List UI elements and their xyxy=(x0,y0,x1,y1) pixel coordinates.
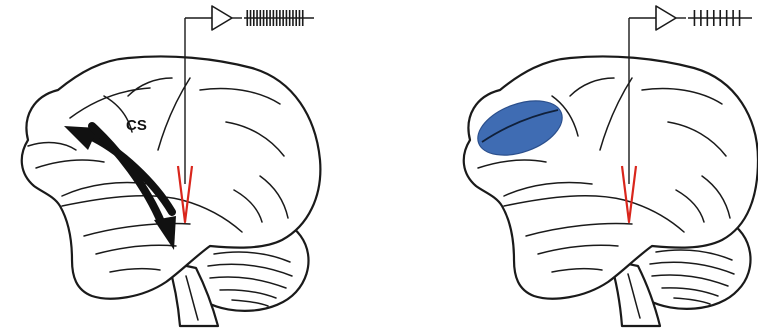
right-amplifier-icon xyxy=(656,6,676,30)
left-sulcus-label: CS xyxy=(126,117,147,134)
right-brain xyxy=(464,56,758,326)
left-panel: CS xyxy=(22,6,321,326)
left-amplifier-icon xyxy=(212,6,232,30)
left-brain xyxy=(22,56,321,326)
right-panel xyxy=(464,6,758,326)
